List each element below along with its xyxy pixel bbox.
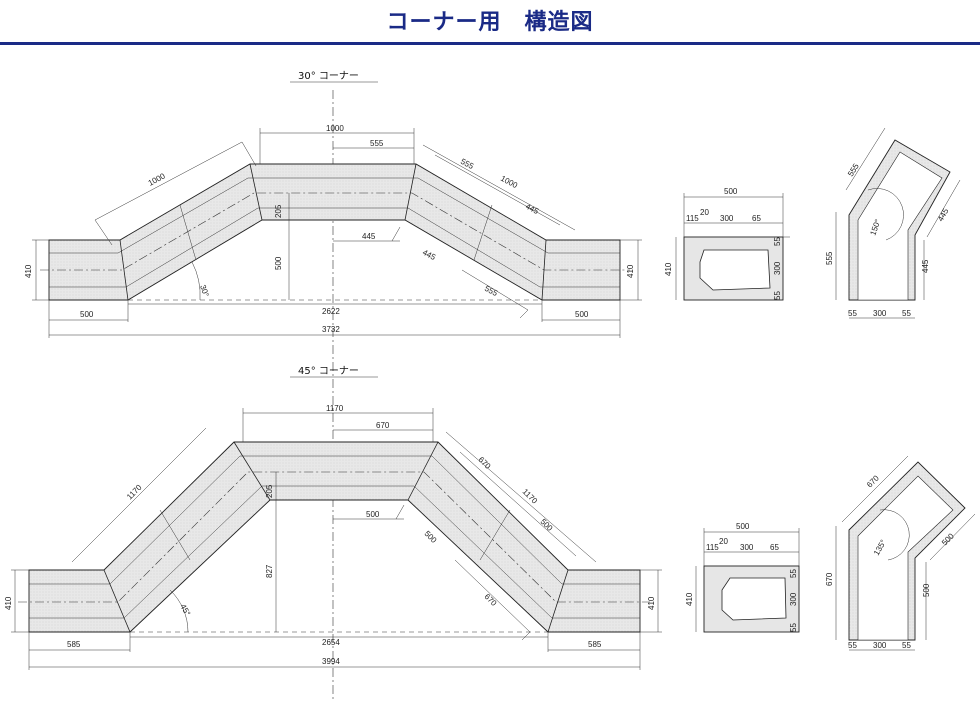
corner45-sec-r1: 55 <box>789 569 798 578</box>
corner30-plan-f: 300 <box>873 309 887 318</box>
corner45-left-h: 410 <box>4 596 13 610</box>
corner45-plan-b: 500 <box>922 583 931 597</box>
corner45-top-inner: 670 <box>376 421 390 430</box>
corner30-sec-w: 500 <box>724 187 738 196</box>
corner30-plan-e: 55 <box>848 309 857 318</box>
corner45-sec-r3: 55 <box>789 623 798 632</box>
corner45-left-slope: 1170 <box>125 482 144 501</box>
corner45-plan-e: 55 <box>848 641 857 650</box>
corner30-plan-b: 445 <box>921 259 930 273</box>
page-title: コーナー用 構造図 <box>386 10 594 35</box>
corner30-sec-r1: 55 <box>773 237 782 246</box>
corner45-left-end: 585 <box>67 640 81 649</box>
corner45-plan-g: 55 <box>902 641 911 650</box>
corner30-top-inner: 555 <box>370 139 384 148</box>
corner30-angle: 30° <box>198 284 211 298</box>
corner45-sec-h: 410 <box>685 592 694 606</box>
corner45-sec-w: 500 <box>736 522 750 531</box>
corner30-sec-a: 115 <box>686 214 699 223</box>
corner30-sec-c: 300 <box>720 214 734 223</box>
corner30-plan: 555 445 555 445 150° 55 300 55 <box>825 127 961 319</box>
corner30-plan-c: 555 <box>846 162 861 179</box>
corner30-total: 3732 <box>322 325 340 334</box>
corner30-body <box>48 163 621 301</box>
corner30-sec-h: 410 <box>664 262 673 276</box>
corner45-slope-500: 500 <box>423 529 439 545</box>
corner45-slope-670: 670 <box>483 592 499 608</box>
corner30-sec-r3: 55 <box>773 291 782 300</box>
corner45-sec-a: 115 <box>706 543 719 552</box>
corner30-sec-b: 20 <box>700 208 709 217</box>
corner45-gap: 205 <box>265 484 274 498</box>
corner45-right-h: 410 <box>647 596 656 610</box>
corner45-plan-c: 670 <box>865 473 881 489</box>
corner45-inner-500: 500 <box>366 510 380 519</box>
corner45-plan-d: 500 <box>940 531 956 547</box>
corner45-right-slope-c: 500 <box>539 517 555 533</box>
corner30-right-slope-c: 445 <box>524 202 540 216</box>
corner45-sec-d: 65 <box>770 543 779 552</box>
corner45-sec-b: 20 <box>719 537 728 546</box>
corner30-plan-a: 555 <box>825 251 834 265</box>
corner45-elevation: 45° コーナー 1170 670 1170 670 1170 500 205 … <box>4 365 662 670</box>
corner30-right-slope-a: 555 <box>459 157 475 171</box>
corner30-plan-g: 55 <box>902 309 911 318</box>
corner45-right-slope-b: 1170 <box>521 487 540 506</box>
corner30-left-h: 410 <box>24 264 33 278</box>
corner30-plan-d: 445 <box>936 206 951 223</box>
corner30-caption: 30° コーナー <box>298 70 359 82</box>
corner45-plan-f: 300 <box>873 641 887 650</box>
corner30-slope-555: 555 <box>483 284 499 298</box>
corner30-right-end: 500 <box>575 310 589 319</box>
corner30-right-slope-b: 1000 <box>499 174 519 191</box>
corner30-inner-445: 445 <box>362 232 376 241</box>
corner30-sec-d: 65 <box>752 214 761 223</box>
corner30-gap: 205 <box>274 204 283 218</box>
corner30-section: 500 115 20 300 65 410 55 300 55 <box>664 187 790 301</box>
title-underline <box>0 42 980 45</box>
corner45-section: 500 115 20 300 65 410 55 300 55 <box>685 522 800 633</box>
corner30-elevation: 30° コーナー 1000 555 1000 555 1000 445 <box>24 70 642 338</box>
corner45-total: 3994 <box>322 657 340 666</box>
corner30-left-end: 500 <box>80 310 94 319</box>
corner45-caption: 45° コーナー <box>298 365 359 377</box>
corner45-angle: 45° <box>178 603 192 618</box>
corner45-body <box>28 441 641 633</box>
corner30-height: 500 <box>274 256 283 270</box>
corner45-sec-c: 300 <box>740 543 754 552</box>
corner45-mid: 2654 <box>322 638 340 647</box>
corner45-plan-a: 670 <box>825 572 834 586</box>
corner45-sec-r2: 300 <box>789 592 798 606</box>
corner30-slope-445: 445 <box>421 248 437 262</box>
corner30-mid: 2622 <box>322 307 340 316</box>
corner30-right-h: 410 <box>626 264 635 278</box>
corner45-plan: 670 500 670 500 135° 55 300 55 <box>825 455 976 651</box>
corner30-left-slope: 1000 <box>147 171 167 188</box>
corner45-top-len: 1170 <box>326 404 344 413</box>
corner30-sec-r2: 300 <box>773 261 782 275</box>
corner45-right-end: 585 <box>588 640 602 649</box>
corner45-height: 827 <box>265 564 274 578</box>
corner30-top-len: 1000 <box>326 124 344 133</box>
